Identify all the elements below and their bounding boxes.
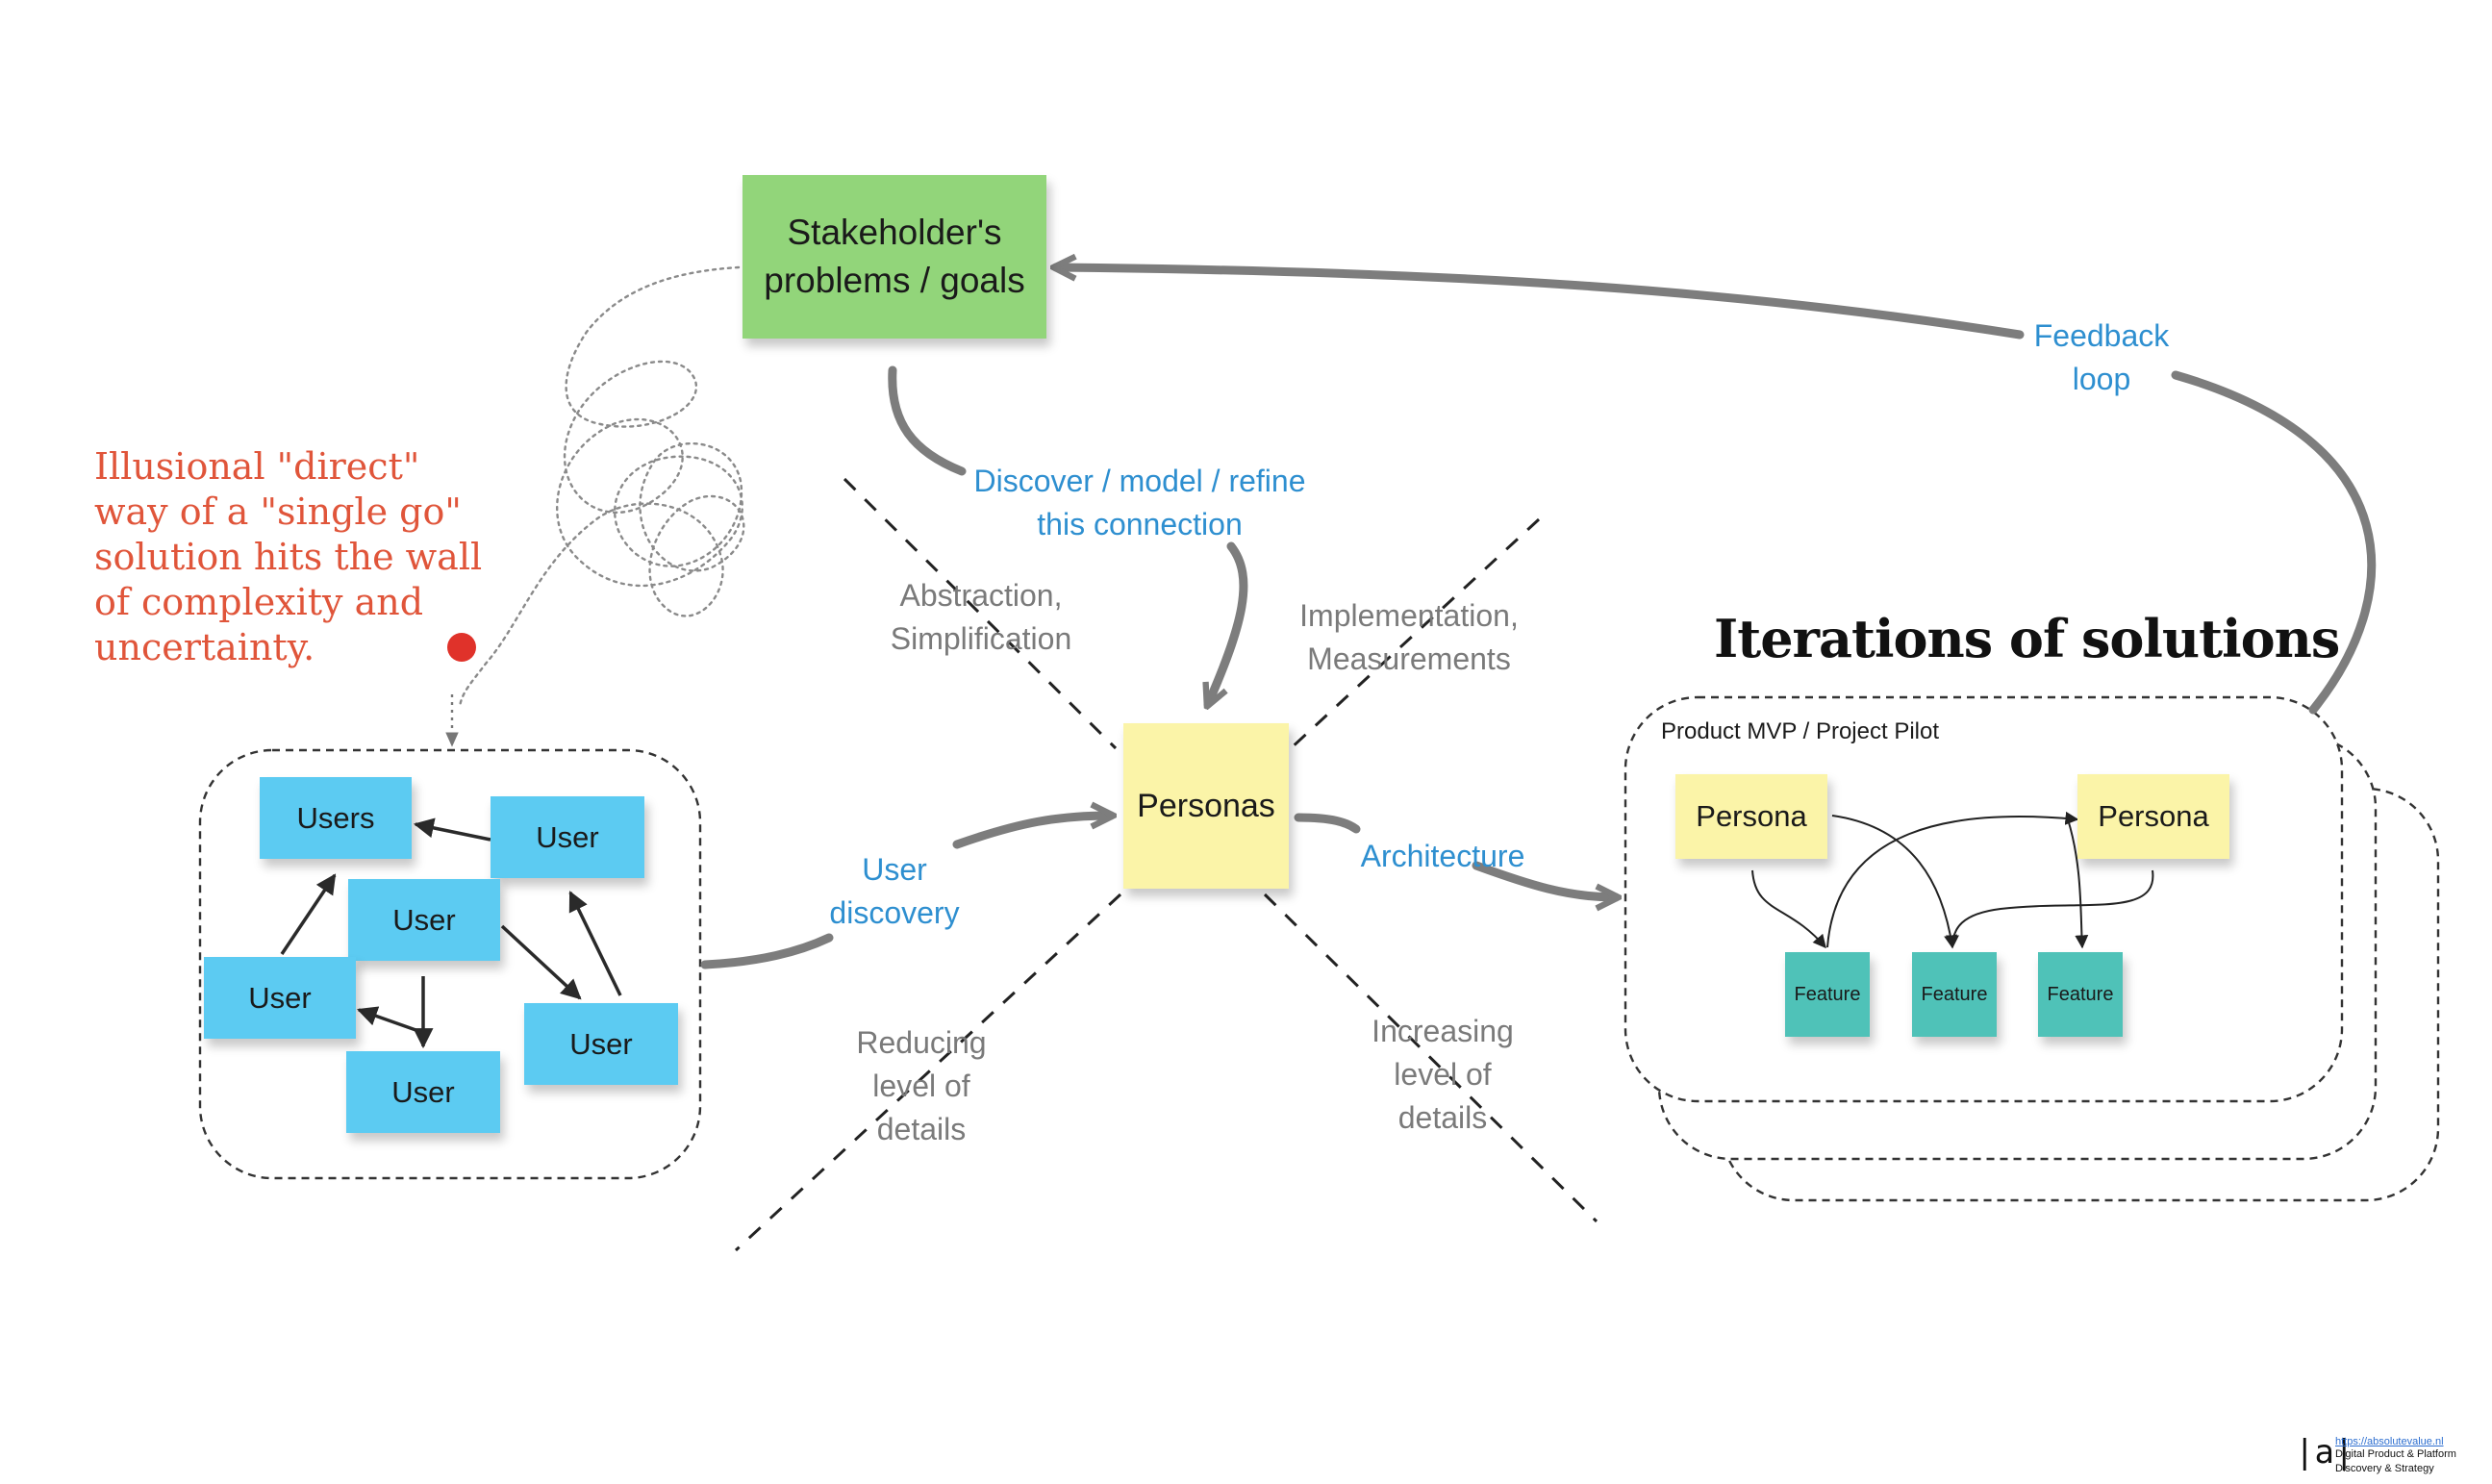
divider-line-top-left: [843, 477, 1118, 750]
reducing-line-2: level of: [872, 1069, 970, 1103]
feature-label: Feature: [1794, 983, 1861, 1005]
user-discovery-line-1: User: [862, 852, 927, 887]
user-sticky-label: User: [391, 1074, 455, 1109]
arrow-iterations-to-feedback: [2171, 370, 2377, 715]
reducing-line-1: Reducing: [856, 1025, 987, 1060]
user-discovery-label: User discovery: [818, 848, 971, 935]
implementation-label: Implementation, Measurements: [1279, 594, 1539, 681]
illusional-line-3: solution hits the wall: [94, 536, 483, 578]
arrow-left-user-to-users: [280, 873, 337, 955]
user-discovery-line-2: discovery: [829, 895, 960, 930]
reducing-label: Reducing level of details: [835, 1021, 1008, 1151]
illusional-line-1: Illusional "direct": [94, 445, 420, 488]
arrow-feedback-to-stakeholder: [1056, 267, 2025, 340]
iteration-panel-front: [1624, 695, 2344, 1103]
iteration-panel-title: Product MVP / Project Pilot: [1661, 718, 1940, 744]
increasing-line-1: Increasing: [1372, 1014, 1514, 1048]
arrow-right-user-to-top: [568, 891, 622, 996]
user-sticky-center: User: [348, 879, 500, 961]
abstraction-label: Abstraction, Simplification: [866, 574, 1096, 661]
stop-marker-icon: [447, 633, 476, 662]
stakeholder-line-2: problems / goals: [764, 261, 1025, 300]
user-sticky-left: User: [204, 957, 356, 1039]
absolutevalue-logo: |a| https://absolutevalue.nl Digital Pro…: [2295, 1433, 2487, 1481]
connector-persona-right-feature-2: [1946, 869, 2154, 949]
user-sticky-bottom: User: [346, 1051, 500, 1133]
users-cluster-boundary: [198, 748, 702, 1180]
logo-url-link[interactable]: https://absolutevalue.nl: [2335, 1436, 2444, 1447]
arrow-center-user-to-right: [500, 924, 582, 1000]
abstraction-line-1: Abstraction,: [899, 578, 1063, 613]
architecture-label: Architecture: [1347, 835, 1539, 878]
feedback-label: Feedback loop: [2020, 314, 2183, 401]
arrow-discovery-to-personas: [952, 816, 1111, 849]
personas-sticky-label: Personas: [1137, 787, 1275, 824]
divider-line-bottom-right: [1263, 893, 1598, 1223]
increasing-line-2: level of: [1394, 1057, 1492, 1092]
discover-label-line-2: this connection: [1037, 507, 1243, 541]
tangled-dotted-path: [458, 265, 745, 709]
feedback-label-line-1: Feedback: [2033, 318, 2170, 353]
logo-tagline-1: Digital Product & Platform: [2335, 1448, 2456, 1460]
divider-line-bottom-left: [734, 893, 1122, 1252]
feedback-label-line-2: loop: [2072, 362, 2131, 396]
stakeholder-sticky: Stakeholder's problems / goals: [743, 175, 1046, 339]
persona-left-label: Persona: [1696, 799, 1807, 833]
personas-sticky: Personas: [1123, 723, 1289, 889]
architecture-label-text: Architecture: [1360, 839, 1525, 873]
arrow-users-to-personas: [700, 933, 834, 969]
connector-persona-left-feature-2: [1831, 815, 1957, 949]
feature-sticky-2: Feature: [1912, 952, 1997, 1037]
discover-label-line-1: Discover / model / refine: [973, 464, 1306, 498]
increasing-label: Increasing level of details: [1351, 1010, 1534, 1140]
feature-label: Feature: [1921, 983, 1988, 1005]
iterations-heading: Iterations of solutions: [1714, 608, 2340, 669]
abstraction-line-2: Simplification: [890, 621, 1072, 656]
connector-feature-1-persona-right: [1826, 811, 2079, 948]
user-sticky-label: User: [392, 902, 456, 937]
logo-text: https://absolutevalue.nl Digital Product…: [2335, 1436, 2456, 1476]
users-sticky-label: Users: [296, 800, 375, 835]
arrow-stakeholder-to-personas: [888, 365, 967, 476]
user-sticky-right: User: [524, 1003, 678, 1085]
illusional-line-4: of complexity and: [94, 581, 424, 623]
illusional-note: Illusional "direct" way of a "single go"…: [94, 444, 482, 670]
feature-sticky-1: Feature: [1785, 952, 1870, 1037]
user-sticky-label: User: [248, 980, 312, 1015]
implementation-line-1: Implementation,: [1299, 598, 1519, 633]
connector-persona-right-feature-3: [2067, 818, 2089, 949]
increasing-line-3: details: [1397, 1100, 1488, 1135]
reducing-line-3: details: [876, 1112, 967, 1146]
arrow-architecture-to-iterations: [1472, 861, 1616, 897]
logo-tagline-2: Discovery & Strategy: [2335, 1463, 2434, 1474]
connector-persona-left-feature-1: [1751, 869, 1826, 949]
users-sticky: Users: [260, 777, 412, 859]
arrow-bottom-user-to-left: [357, 1006, 422, 1034]
feature-label: Feature: [2047, 983, 2114, 1005]
implementation-line-2: Measurements: [1307, 641, 1511, 676]
user-sticky-label: User: [536, 819, 599, 854]
persona-sticky-right: Persona: [2077, 774, 2229, 859]
user-sticky-label: User: [569, 1026, 633, 1061]
user-sticky-top-right: User: [491, 796, 644, 878]
persona-right-label: Persona: [2098, 799, 2209, 833]
arrow-personas-to-architecture: [1294, 813, 1361, 834]
logo-mark: |a|: [2295, 1433, 2354, 1471]
persona-sticky-left: Persona: [1675, 774, 1827, 859]
discover-label: Discover / model / refine this connectio…: [962, 460, 1318, 546]
illusional-line-5: uncertainty.: [94, 626, 315, 668]
feature-sticky-3: Feature: [2038, 952, 2123, 1037]
stakeholder-line-1: Stakeholder's: [787, 213, 1002, 252]
arrow-discover-to-personas: [1208, 541, 1248, 704]
arrow-user-to-users: [413, 817, 491, 842]
illusional-line-2: way of a "single go": [94, 490, 462, 533]
